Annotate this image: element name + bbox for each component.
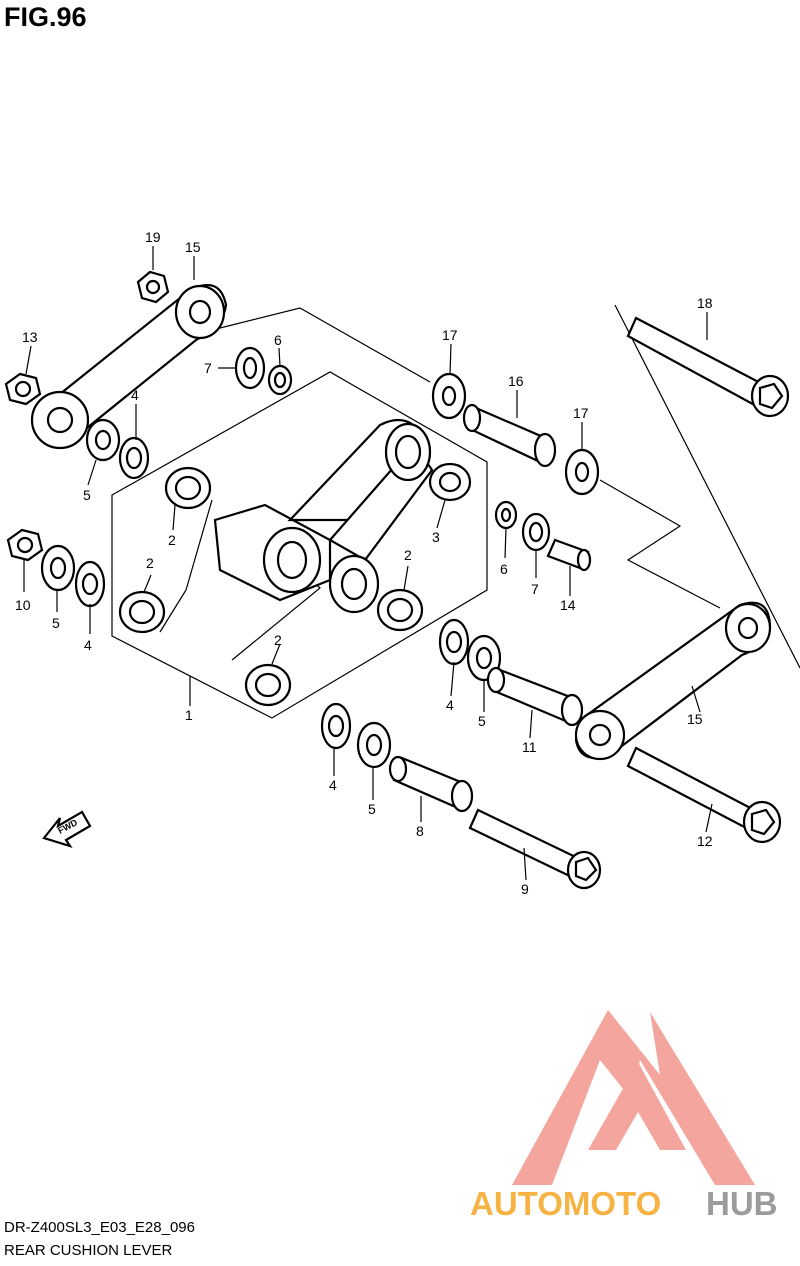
bolt xyxy=(468,316,790,890)
callout-9: 9 xyxy=(521,881,529,897)
callout-7-upper: 7 xyxy=(204,360,212,376)
callout-14: 14 xyxy=(560,597,576,613)
spacer-collar xyxy=(388,403,592,813)
callout-7-lower: 7 xyxy=(531,581,539,597)
needle-bearing xyxy=(118,462,472,707)
callout-19: 19 xyxy=(145,229,161,245)
callout-17-upper: 17 xyxy=(442,327,458,343)
callout-1: 1 xyxy=(185,707,193,723)
callout-15-lower: 15 xyxy=(687,711,703,727)
callout-13: 13 xyxy=(22,329,38,345)
phantom-line-top xyxy=(211,307,431,383)
callout-4-center: 4 xyxy=(446,697,454,713)
assembly-outline xyxy=(111,371,488,719)
callout-5-upper-left: 5 xyxy=(83,487,91,503)
watermark-text-automoto: AUTOMOTO xyxy=(470,1185,661,1222)
callout-4-upper-left: 4 xyxy=(131,387,139,403)
callout-11: 11 xyxy=(522,739,537,755)
callout-17-lower: 17 xyxy=(573,405,589,421)
callout-numbers: 19 15 13 7 6 17 18 16 17 4 5 2 3 6 7 14 … xyxy=(15,229,713,897)
forward-direction-marker: FWD xyxy=(42,810,92,848)
callout-3: 3 xyxy=(432,529,440,545)
figure-title: FIG.96 xyxy=(4,2,87,32)
callout-6-upper: 6 xyxy=(274,332,282,348)
cushion-rod-lower xyxy=(574,601,772,761)
callout-10: 10 xyxy=(15,597,31,613)
callout-12: 12 xyxy=(697,833,713,849)
callout-5-center: 5 xyxy=(478,713,486,729)
watermark-text-hub: HUB xyxy=(706,1185,778,1222)
callout-2-right: 2 xyxy=(404,547,412,563)
leader-lines xyxy=(23,246,713,881)
callout-5-lower: 5 xyxy=(368,801,376,817)
callout-5-left: 5 xyxy=(52,615,60,631)
model-code: DR-Z400SL3_E03_E28_096 xyxy=(4,1219,195,1236)
callout-4-lower: 4 xyxy=(329,777,337,793)
callout-8: 8 xyxy=(416,823,424,839)
watermark-logo: AUTOMOTO HUB xyxy=(470,1010,778,1222)
cushion-lever-body xyxy=(213,418,434,614)
callout-2-left: 2 xyxy=(146,555,154,571)
callout-2-upper: 2 xyxy=(168,532,176,548)
callout-18: 18 xyxy=(697,295,713,311)
phantom-line-right xyxy=(599,304,800,669)
cushion-rod-upper xyxy=(30,283,228,450)
section-name: REAR CUSHION LEVER xyxy=(4,1242,173,1259)
callout-16: 16 xyxy=(508,373,524,389)
callout-15-upper: 15 xyxy=(185,239,201,255)
callout-2-lower: 2 xyxy=(274,632,282,648)
callout-6-lower: 6 xyxy=(500,561,508,577)
callout-4-left: 4 xyxy=(84,637,92,653)
nut xyxy=(4,270,170,562)
